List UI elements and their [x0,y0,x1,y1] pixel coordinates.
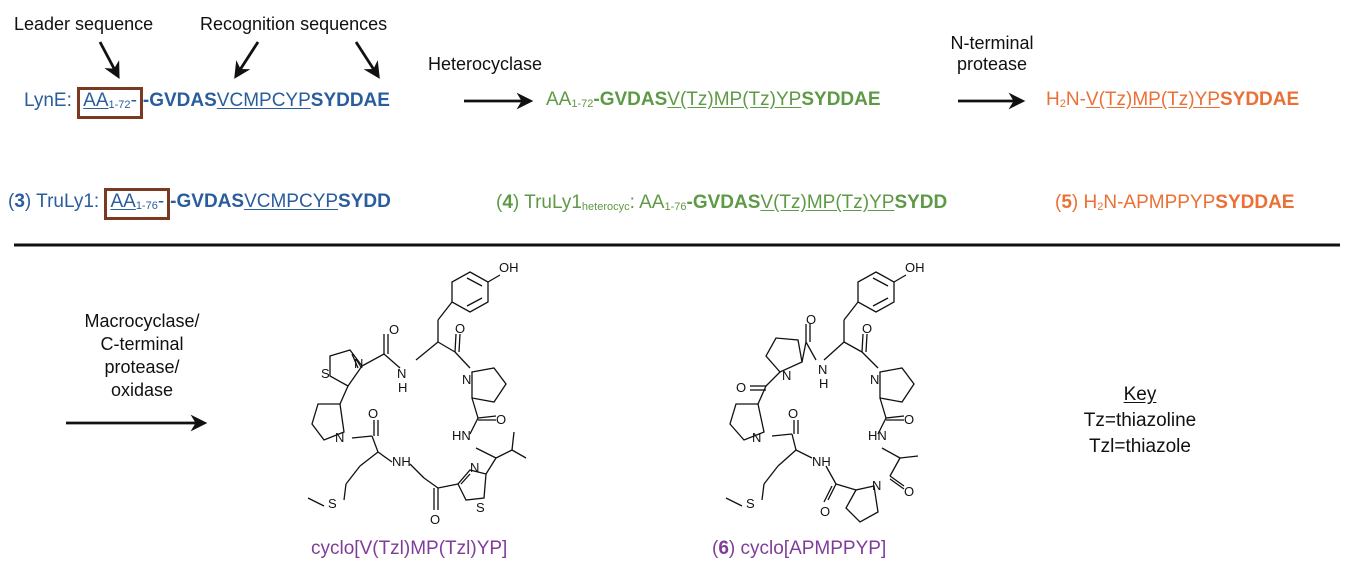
svg-text:HN: HN [452,428,471,443]
cleaved-core-peptide: H2N-V(Tz)MP(Tz)YPSYDDAE [1046,89,1300,110]
svg-text:O: O [736,380,746,395]
recognition-arrow-2 [354,41,380,79]
recognition-sequences-label: Recognition sequences [200,14,388,34]
svg-text:O: O [904,484,914,499]
svg-text:N: N [818,362,827,377]
svg-text:S: S [476,500,485,515]
lyne-sequence: LynE: AA1-72--GVDASVCMPCYPSYDDAE [24,87,390,119]
svg-text:O: O [368,406,378,421]
svg-text:NH: NH [392,454,411,469]
compound-3-trualy1: (3) TruLy1: AA1-76--GVDASVCMPCYPSYDD [8,188,391,220]
heterocyclase-label: Heterocyclase [428,54,543,74]
svg-text:O: O [904,412,914,427]
leader-sequence-label: Leader sequence [14,14,154,34]
recognition-arrow-1 [234,41,260,79]
molecule-1-caption: cyclo[V(Tzl)MP(Tzl)YP] [311,538,508,559]
svg-text:O: O [455,321,465,336]
heterocyclized-lyne: AA1-72-GVDASV(Tz)MP(Tz)YPSYDDAE [546,89,881,110]
key-title: Key [1123,384,1157,405]
n-terminal-protease-label: N-terminal protease [950,33,1034,74]
compound-4-truly1-heterocyc: (4) TruLy1heterocyc: AA1-76-GVDASV(Tz)MP… [496,192,948,213]
leader-box-truly1: AA1-76- [104,188,171,220]
molecule-2-caption: (6) cyclo[APMPPYP] [712,538,887,559]
lyne-prefix: LynE: [24,90,78,111]
svg-text:S: S [328,496,337,511]
svg-text:O: O [496,412,506,427]
svg-text:H: H [398,380,407,395]
svg-text:O: O [820,504,830,519]
key-legend: Key Tz=thiazoline Tzl=thiazole [1060,382,1220,460]
svg-text:S: S [746,496,755,511]
svg-text:O: O [389,322,399,337]
svg-text:N: N [335,430,344,445]
svg-text:N: N [752,430,761,445]
svg-text:N: N [870,372,879,387]
key-line-tz: Tz=thiazoline [1083,410,1197,431]
svg-text:O: O [806,312,816,327]
molecule-1-structure [307,271,527,510]
molecule-2-atoms: OH O O N H N N O HN O N O NH O N O S [736,260,925,519]
leader-arrow [98,41,120,79]
molecule-2-structure [725,271,919,523]
svg-text:OH: OH [499,260,519,275]
compound-5: (5) H2N-APMPPYPSYDDAE [1055,192,1295,213]
macrocyclase-label: Macrocyclase/ C-terminal protease/ oxida… [84,311,200,400]
svg-text:S: S [321,366,330,381]
molecule-1-atoms: OH O O N H N O HN S N N O NH N S O S [321,260,519,527]
svg-text:O: O [862,321,872,336]
svg-text:N: N [782,368,791,383]
svg-text:N: N [462,372,471,387]
svg-text:O: O [430,512,440,527]
leader-box: AA1-72- [77,87,143,119]
svg-text:H: H [819,376,828,391]
svg-text:N: N [397,366,406,381]
svg-text:NH: NH [812,454,831,469]
key-line-tzl: Tzl=thiazole [1089,436,1191,457]
svg-text:N: N [470,460,479,475]
svg-text:OH: OH [905,260,925,275]
svg-text:N: N [872,478,881,493]
svg-text:O: O [788,406,798,421]
svg-text:HN: HN [868,428,887,443]
svg-text:N: N [354,356,363,371]
